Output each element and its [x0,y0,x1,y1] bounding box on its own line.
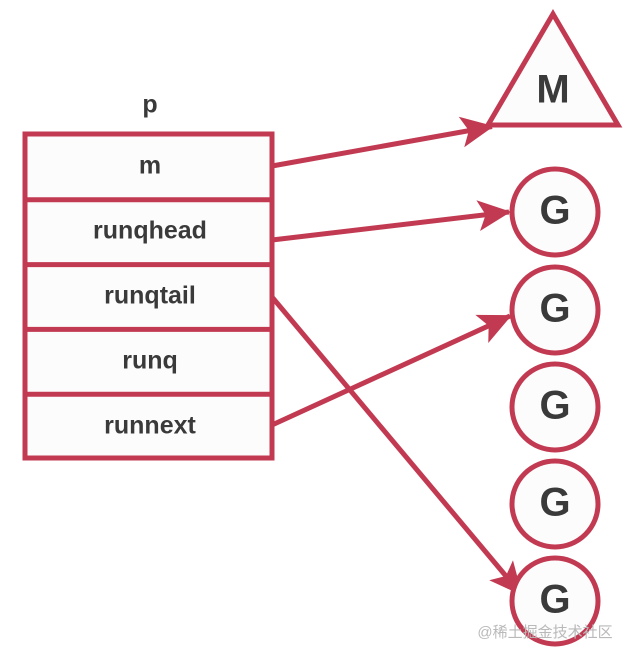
circle-shape [509,264,601,356]
circle-shape [509,555,601,647]
field-label-runnext: runnext [104,412,196,440]
field-label-runqtail: runqtail [104,282,196,310]
triangle-shape [483,9,623,128]
struct-row-runqhead[interactable]: runqhead [93,217,207,245]
struct-outer-rect [22,131,275,461]
struct-row-runnext[interactable]: runnext [104,412,196,440]
edge-runqhead-to-g1 [271,200,511,243]
watermark-text: @稀土掘金技术社区 [477,624,612,641]
circle-shape [509,361,601,453]
node-label-g2: G [539,287,570,331]
node-label-g5: G [539,578,570,622]
circle-shape [509,458,601,550]
p-struct-box: m runqhead runqtail runq runnext [22,131,275,461]
edge-group [270,116,523,596]
circle-shape [509,166,601,258]
node-goroutine-2[interactable]: G [509,264,601,356]
node-goroutine-3[interactable]: G [509,361,601,453]
struct-row-runqtail[interactable]: runqtail [104,282,196,310]
node-label-g4: G [539,481,570,525]
edge-runqtail-to-g5 [270,295,523,596]
node-label-m: M [536,68,569,112]
node-goroutine-4[interactable]: G [509,458,601,550]
node-goroutine-1[interactable]: G [509,166,601,258]
field-label-runqhead: runqhead [93,217,207,245]
node-goroutine-5[interactable]: G [509,555,601,647]
field-label-runq: runq [122,347,178,375]
node-label-g3: G [539,384,570,428]
node-label-g1: G [539,189,570,233]
struct-row-m[interactable]: m [139,152,161,180]
edge-m-to-machine [271,116,494,169]
edge-runnext-to-g2 [270,313,512,428]
field-label-m: m [139,152,161,180]
node-machine-m[interactable]: M [483,9,623,128]
struct-row-runq[interactable]: runq [122,347,178,375]
struct-name-label: p [142,91,157,119]
